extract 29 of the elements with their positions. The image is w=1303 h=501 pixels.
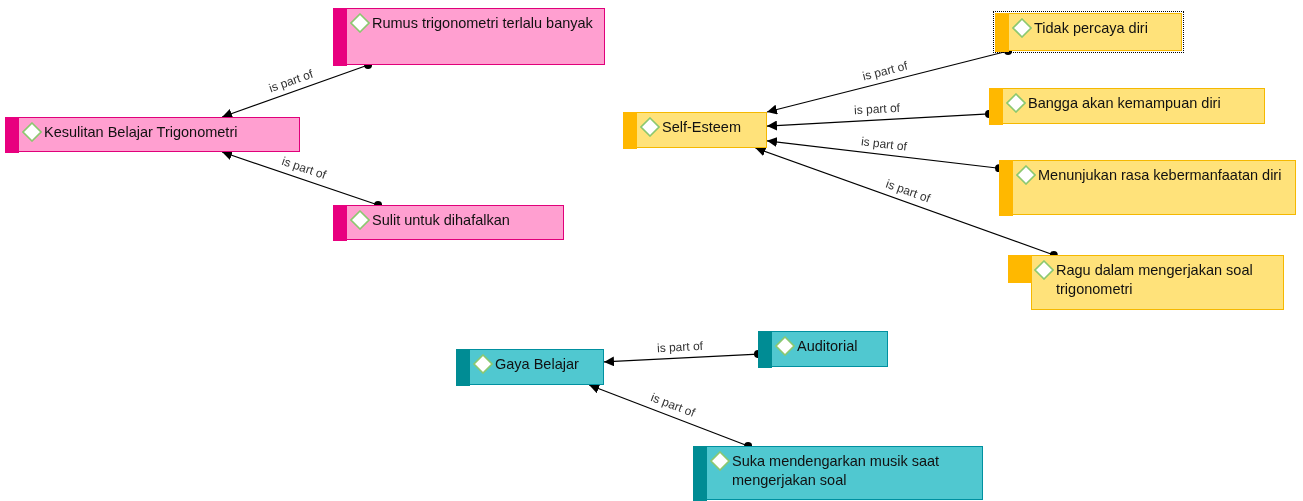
topic-text: Gaya Belajar bbox=[495, 355, 580, 374]
edge-label: is part of bbox=[860, 133, 908, 154]
topic-text: Tidak percaya diri bbox=[1034, 19, 1149, 38]
topic-box bbox=[623, 112, 767, 148]
edge-label: is part of bbox=[854, 100, 901, 118]
topic-text: Bangga akan kemampuan diri bbox=[1028, 94, 1222, 113]
topic-text: Ragu dalam mengerjakan soal trigonometri bbox=[1056, 261, 1254, 299]
topic-box bbox=[995, 13, 1182, 51]
topic-box bbox=[333, 205, 564, 240]
edge-label: is part of bbox=[267, 66, 316, 95]
topic-text: Sulit untuk dihafalkan bbox=[372, 211, 511, 230]
topic-box bbox=[999, 160, 1296, 215]
edge-label: is part of bbox=[648, 390, 697, 420]
topic-box bbox=[5, 117, 300, 152]
topic-box bbox=[333, 8, 605, 65]
edge-label: is part of bbox=[884, 176, 933, 206]
topic-text: Menunjukan rasa kebermanfaatan diri bbox=[1038, 166, 1283, 185]
edge-label: is part of bbox=[860, 58, 909, 84]
topic-box bbox=[456, 349, 604, 385]
topic-text: Rumus trigonometri terlalu banyak bbox=[372, 14, 594, 33]
edge-label: is part of bbox=[657, 338, 704, 356]
topic-text: Kesulitan Belajar Trigonometri bbox=[44, 123, 239, 142]
topic-text: Self-Esteem bbox=[662, 118, 742, 137]
topic-box bbox=[693, 446, 983, 500]
topic-box bbox=[758, 331, 888, 367]
edge-label: is part of bbox=[279, 154, 328, 183]
topic-box bbox=[989, 88, 1265, 124]
topic-text: Auditorial bbox=[797, 337, 859, 356]
topic-text: Suka mendengarkan musik saat mengerjakan soal bbox=[732, 452, 941, 490]
